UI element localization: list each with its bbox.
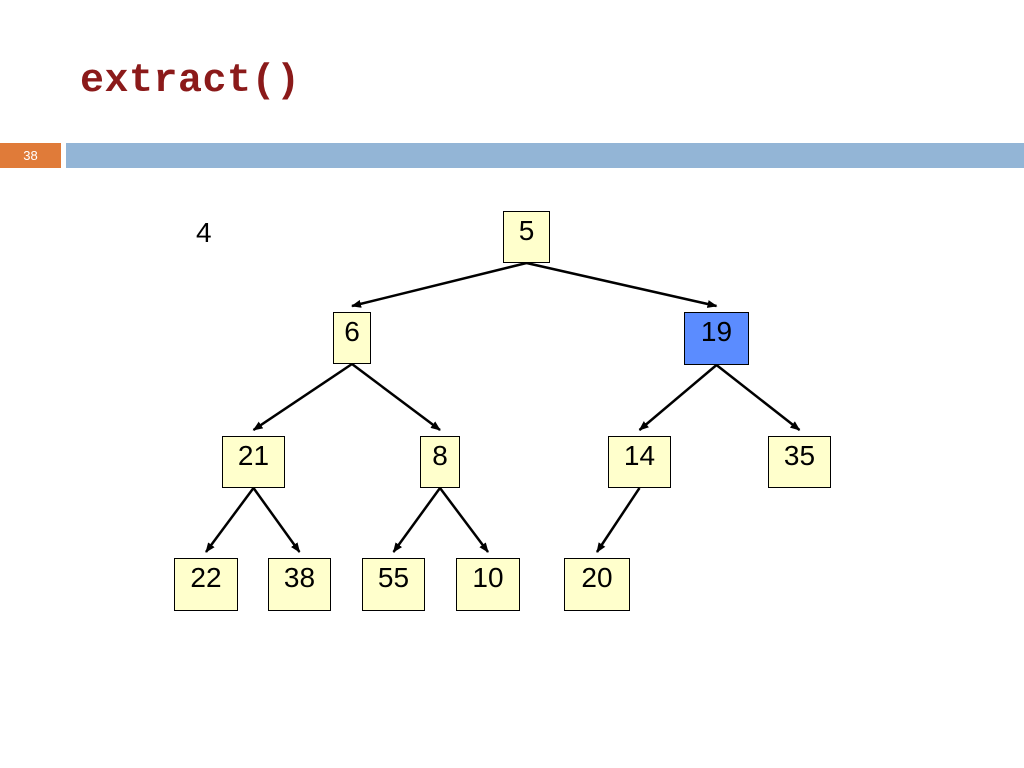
slide-number: 38 bbox=[0, 143, 61, 168]
edge-n21-n22 bbox=[204, 487, 255, 553]
heap-node-10: 10 bbox=[456, 558, 520, 611]
heap-node-5: 5 bbox=[503, 211, 550, 263]
edge-n5-n19 bbox=[526, 261, 718, 308]
heap-node-35: 35 bbox=[768, 436, 831, 488]
slide-title: extract() bbox=[80, 59, 301, 104]
heap-node-55: 55 bbox=[362, 558, 425, 611]
heap-node-20: 20 bbox=[564, 558, 630, 611]
heap-node-8: 8 bbox=[420, 436, 460, 488]
edge-n19-n14 bbox=[638, 364, 718, 431]
edge-n8-n10 bbox=[439, 487, 489, 553]
edge-n14-n20 bbox=[595, 487, 641, 553]
heap-node-21: 21 bbox=[222, 436, 285, 488]
edge-n19-n35 bbox=[715, 364, 801, 431]
heap-node-6: 6 bbox=[333, 312, 371, 364]
edge-n5-n6 bbox=[351, 261, 527, 308]
heap-node-14: 14 bbox=[608, 436, 671, 488]
edge-n6-n8 bbox=[351, 363, 441, 431]
title-rule-bar bbox=[66, 143, 1024, 168]
heap-node-22: 22 bbox=[174, 558, 238, 611]
heap-node-19: 19 bbox=[684, 312, 749, 365]
edge-n8-n55 bbox=[392, 487, 442, 553]
heap-node-38: 38 bbox=[268, 558, 331, 611]
edge-n21-n38 bbox=[252, 487, 301, 553]
extracted-value: 4 bbox=[196, 217, 212, 248]
edge-n6-n21 bbox=[252, 362, 353, 432]
